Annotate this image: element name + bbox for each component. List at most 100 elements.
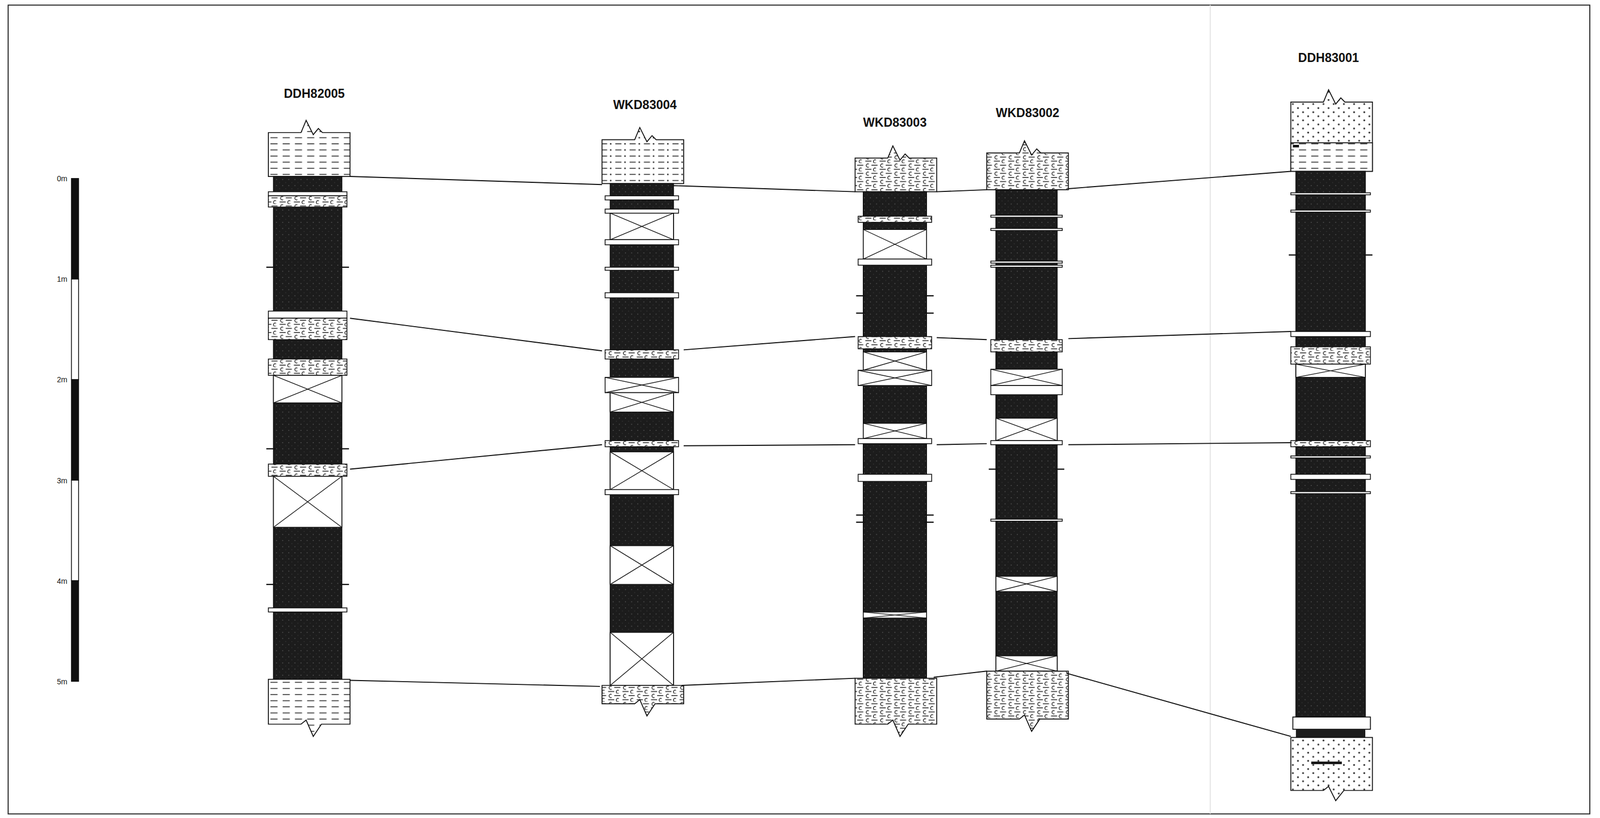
tick [1363,254,1373,256]
parting-band [605,209,679,214]
correlation-line [936,337,987,340]
parting-band [605,440,679,447]
scale-label: 2m [57,375,68,384]
parting-cross [273,375,343,404]
parting-cross [1295,364,1366,378]
floor-rock [601,685,684,716]
roof-rock [986,140,1069,190]
parting-band [605,239,679,245]
correlation-line [936,443,987,445]
parting-cross [863,351,927,370]
parting-band [1291,210,1371,213]
scale-segment [71,379,79,481]
parting-band [858,336,932,350]
parting-cross [995,576,1058,592]
parting-cross [273,476,343,528]
roof-rock [855,145,938,192]
tick [988,468,999,470]
correlation-line [683,444,856,446]
scale-label: 0m [57,174,68,183]
parting-band [609,451,674,490]
floor-rock [1291,737,1373,801]
parting-cross [1295,364,1366,378]
tick [855,295,865,297]
parting-band [863,423,927,439]
scale-label: 4m [57,577,68,585]
parting-cross [995,655,1058,672]
parting-band [605,292,679,299]
floor-rock [986,670,1069,732]
parting-cross [995,576,1058,592]
parting-cross [990,369,1063,386]
correlation-line [1066,673,1292,737]
parting-band [1291,331,1371,337]
parting-band [858,370,932,386]
scale-label: 3m [57,476,68,485]
correlation-line [1068,171,1292,189]
correlation-line [933,670,987,677]
parting-cross [863,229,927,259]
parting-cross [609,213,674,241]
parting-band [858,474,932,482]
parting-band [858,438,932,444]
parting-band [609,392,674,412]
parting-band [990,265,1063,268]
parting-band [1291,346,1371,365]
floor-coal [1295,729,1366,738]
tick [266,583,276,585]
tick [924,521,934,523]
parting-band [990,519,1063,522]
tick [339,266,350,268]
parting-band [1291,192,1371,196]
correlation-line [1068,331,1292,339]
drill-hole-label: WKD83003 [863,116,927,129]
coal-seam [273,176,343,680]
parting-band [863,351,927,370]
parting-cross [609,451,674,490]
parting-band [990,369,1063,386]
parting-cross [605,377,679,393]
correlation-line [350,176,602,185]
tick [855,312,865,314]
parting-band [268,311,347,319]
correlation-line [936,189,987,192]
scale-label: 5m [57,677,68,686]
floor-rock [268,679,351,737]
correlation-line [350,679,601,686]
parting-band [990,260,1063,264]
coal-seam [609,183,674,686]
drill-hole-label: WKD83002 [995,106,1060,120]
parting-cross [858,370,932,386]
parting-band [995,576,1058,592]
parting-band [990,228,1063,231]
parting-band [268,191,347,197]
tick [855,521,865,523]
parting-band [995,418,1058,441]
parting-band [605,195,679,200]
tick [924,514,934,516]
floor-band [1292,716,1371,730]
tick [1055,468,1065,470]
scale-segment [71,480,79,581]
parting-cross [863,351,927,370]
parting-band [605,377,679,393]
tick [855,514,865,516]
parting-cross [863,612,927,618]
correlation-line [1068,442,1292,445]
parting-band [1291,491,1371,494]
parting-cross [609,392,674,412]
parting-band [990,215,1063,218]
parting-band [268,195,347,207]
parting-cross [995,655,1058,672]
parting-cross [995,418,1058,441]
parting-band [268,464,347,477]
drill-hole-label: DDH82005 [283,87,345,100]
parting-cross [273,476,343,528]
floor-mark [1311,761,1342,765]
scale-segment [71,178,79,280]
parting-band [990,339,1063,352]
drill-hole-label: WKD83004 [613,98,677,112]
tick [266,266,276,268]
parting-band [990,440,1063,445]
